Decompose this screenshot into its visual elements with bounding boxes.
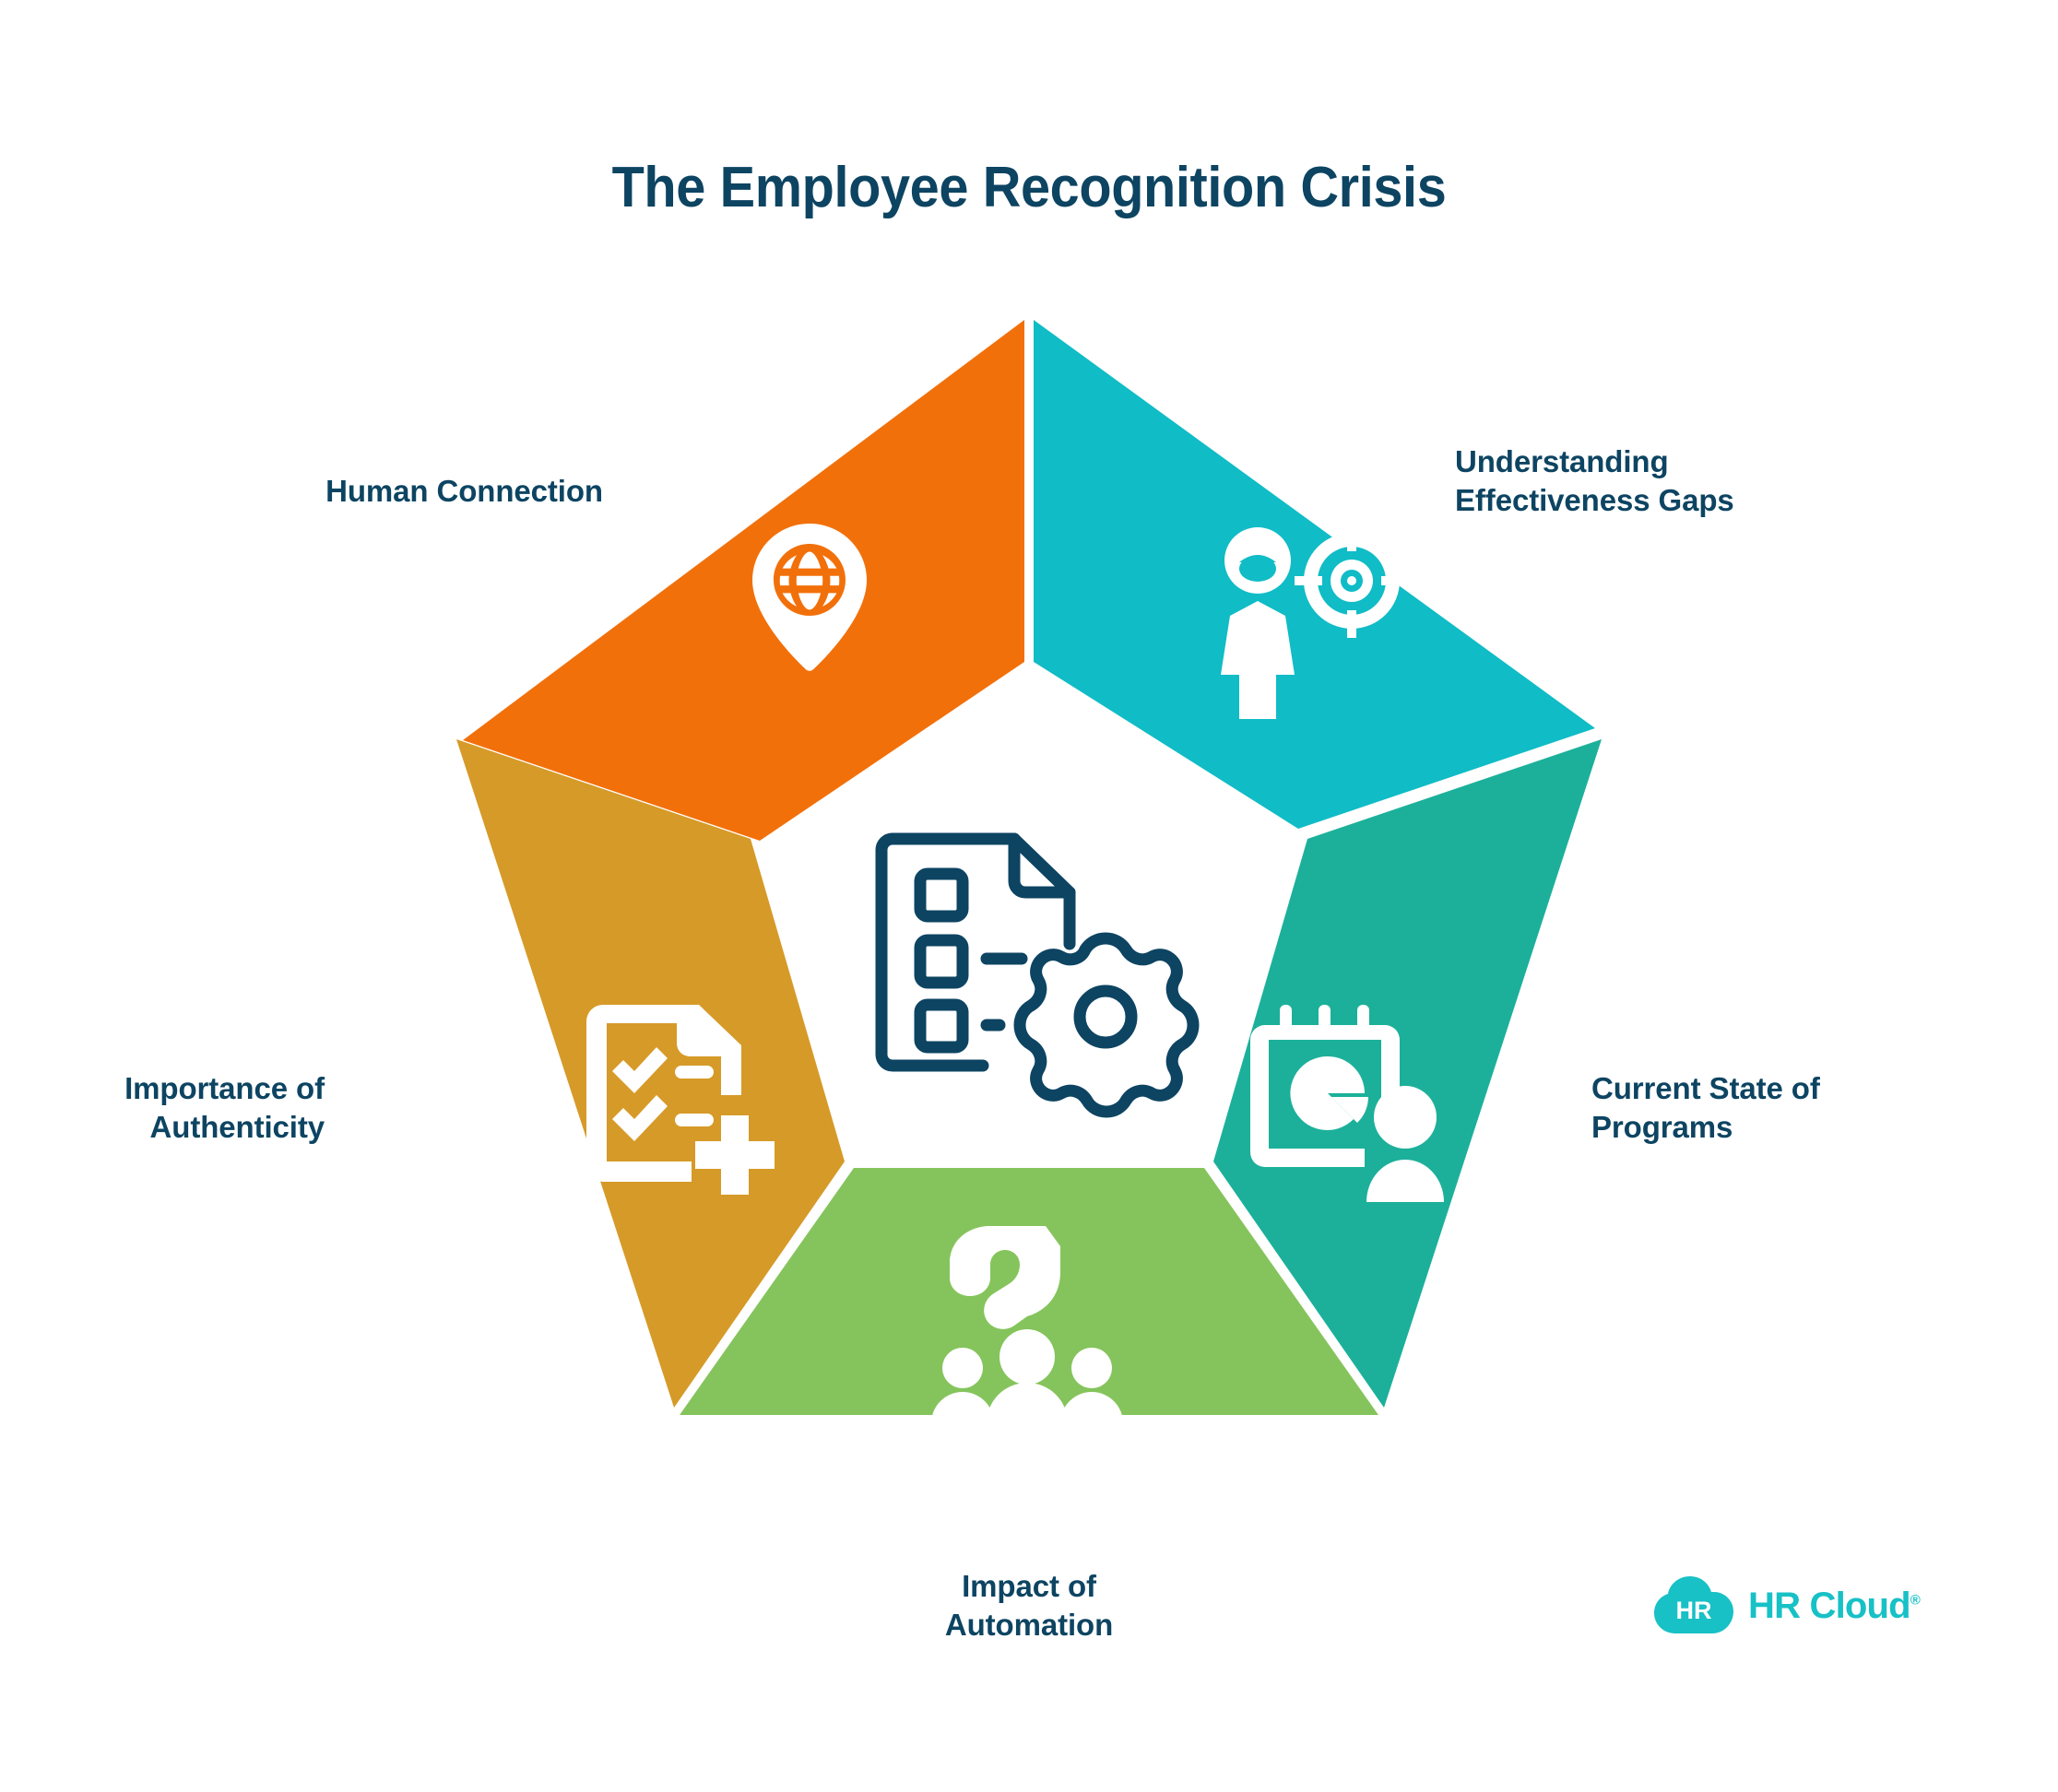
- label-current-line-1: Current State of: [1591, 1071, 1820, 1105]
- cloud-shape: [1654, 1576, 1733, 1633]
- page-title: The Employee Recognition Crisis: [611, 156, 1447, 219]
- label-understanding-effectiveness-gaps: Understanding Effectiveness Gaps: [1455, 442, 1934, 520]
- cloud-mark-text: HR: [1676, 1597, 1712, 1624]
- cloud-icon: HR: [1654, 1576, 1733, 1635]
- segment-current-state-of-programs[interactable]: [1213, 739, 1602, 1408]
- pentagon-ring-diagram: [291, 277, 1767, 1493]
- label-human-connection-line-1: Human Connection: [325, 474, 603, 508]
- label-understanding-line-1: Understanding: [1455, 444, 1669, 478]
- label-current-line-2: Programs: [1591, 1110, 1733, 1145]
- globe-map-pin-icon: [752, 524, 867, 671]
- document-checklist-gear-icon: [875, 832, 1200, 1118]
- label-importance-of-authenticity: Importance of Authenticity: [0, 1069, 325, 1147]
- segment-impact-of-automation[interactable]: [680, 1168, 1378, 1423]
- label-authenticity-line-2: Authenticity: [149, 1110, 325, 1145]
- label-authenticity-line-1: Importance of: [124, 1071, 325, 1105]
- registered-mark: ®: [1910, 1592, 1921, 1609]
- label-impact-of-automation: Impact of Automation: [798, 1567, 1260, 1645]
- label-impact-line-1: Impact of: [962, 1569, 1096, 1603]
- calendar-pie-chart-person-icon: [1250, 1005, 1444, 1202]
- label-current-state-of-programs: Current State of Programs: [1591, 1069, 2034, 1147]
- hr-cloud-wordmark: HR Cloud®: [1748, 1585, 1921, 1627]
- segment-understanding-effectiveness-gaps[interactable]: [1034, 320, 1595, 829]
- segment-current-state-of-programs-shape[interactable]: [1213, 739, 1602, 1408]
- robot-arm-people-icon: [931, 1226, 1123, 1423]
- label-impact-line-2: Automation: [944, 1608, 1114, 1643]
- label-understanding-line-2: Effectiveness Gaps: [1455, 483, 1734, 518]
- person-target-icon: [1221, 524, 1409, 719]
- hr-cloud-logo[interactable]: HR HR Cloud®: [1654, 1576, 1921, 1635]
- segment-importance-of-authenticity[interactable]: [456, 739, 845, 1408]
- segment-human-connection-shape[interactable]: [463, 320, 1024, 841]
- checklist-document-plus-icon: [586, 1005, 775, 1195]
- label-human-connection: Human Connection: [124, 472, 603, 511]
- hr-cloud-wordmark-text: HR Cloud: [1748, 1585, 1911, 1626]
- segment-human-connection[interactable]: [463, 320, 1024, 841]
